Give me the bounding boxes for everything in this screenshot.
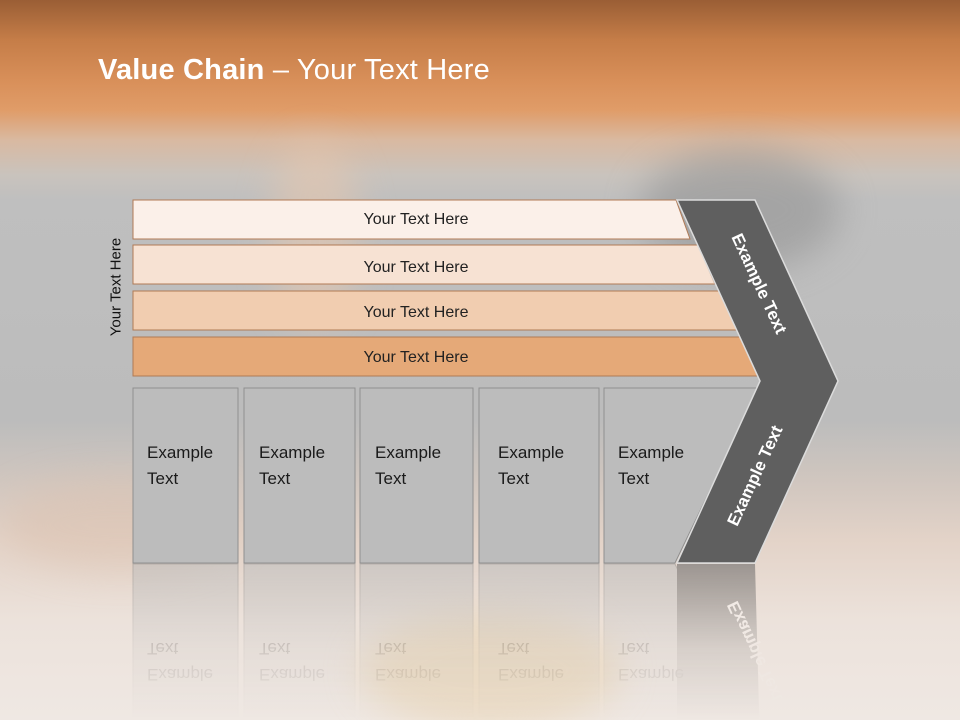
reflection-box-3-line2: Text [375,639,406,658]
reflection-box-5-line2: Text [618,639,649,658]
support-band-label-1: Your Text Here [364,211,469,228]
primary-box-2-line1: Example [259,443,325,462]
primary-box-5-line1: Example [618,443,684,462]
reflection-box-4-line2: Text [498,639,529,658]
reflection-box-2-line1: Example [259,665,325,684]
reflection-box-1-line2: Text [147,639,178,658]
primary-box-5 [603,387,760,564]
primary-boxes: Example Text Example Text Example Text E… [132,387,760,564]
slide-title: Value Chain – Your Text Here [98,54,490,87]
reflection-chevron [677,564,760,720]
support-band-1 [132,199,691,240]
support-band-label-2: Your Text Here [364,259,469,276]
reflection-box-3 [359,563,474,720]
title-bold: Value Chain [98,54,265,86]
reflection-box-4 [478,563,600,720]
primary-box-3 [359,387,474,564]
title-rest: – Your Text Here [264,54,490,86]
diagram-reflection: Example Text Example Text Example Text E… [132,563,787,720]
primary-box-1-line1: Example [147,443,213,462]
reflection-box-1-line1: Example [147,665,213,684]
primary-box-4-line1: Example [498,443,564,462]
support-band-label-3: Your Text Here [364,304,469,321]
primary-box-3-line1: Example [375,443,441,462]
reflection-box-5-line1: Example [618,665,684,684]
primary-box-4 [478,387,600,564]
reflection-box-2-line2: Text [259,639,290,658]
primary-box-2 [243,387,356,564]
primary-box-1 [132,387,239,564]
primary-box-4-line2: Text [498,469,529,488]
primary-box-1-line2: Text [147,469,178,488]
primary-box-3-line2: Text [375,469,406,488]
reflection-box-3-line1: Example [375,665,441,684]
chevron-shape [675,199,839,564]
support-bands: Your Text Here Your Text Here Your Text … [132,199,763,377]
reflection-box-4-line1: Example [498,665,564,684]
primary-box-5-line2: Text [618,469,649,488]
support-band-label-4: Your Text Here [364,349,469,366]
reflection-box-2 [243,563,356,720]
primary-box-2-line2: Text [259,469,290,488]
margin-chevron: Example Text Example Text [675,199,839,564]
reflection-box-1 [132,563,239,720]
